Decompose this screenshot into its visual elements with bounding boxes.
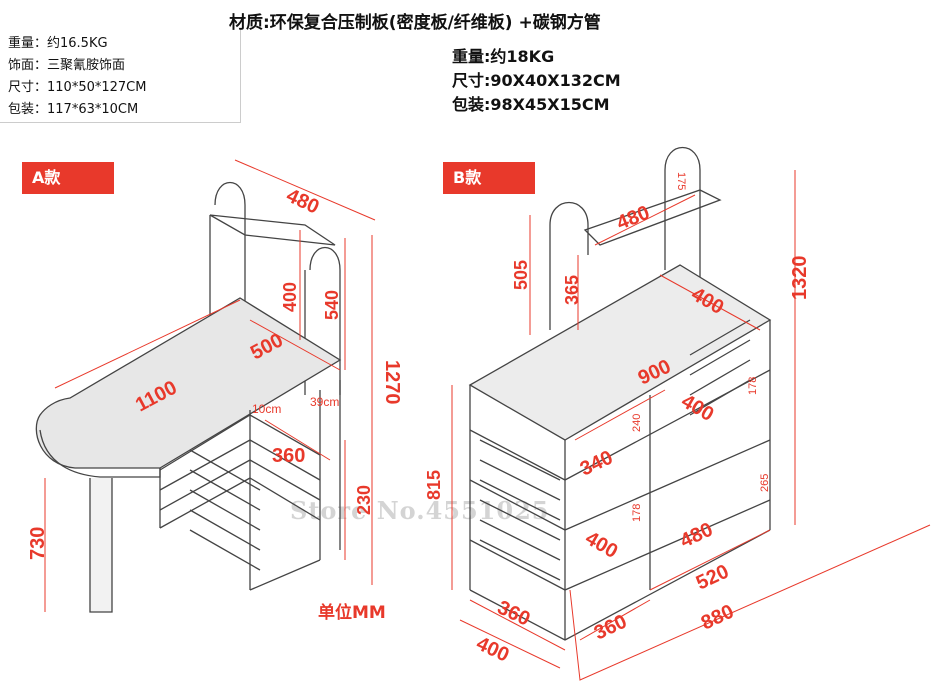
b-label-240: 240 bbox=[631, 414, 643, 432]
model-a-dimension-lines bbox=[44, 159, 376, 612]
b-posts bbox=[469, 320, 771, 640]
a-dim-500 bbox=[249, 319, 341, 371]
a-label-730: 730 bbox=[27, 527, 49, 560]
b-label-400-right: 400 bbox=[678, 390, 718, 426]
a-label-1270: 1270 bbox=[381, 360, 403, 405]
b-dim-520 bbox=[649, 529, 771, 591]
a-basket-bars bbox=[189, 449, 261, 571]
b-dim-880 bbox=[569, 524, 931, 681]
b-label-815: 815 bbox=[424, 470, 444, 500]
spec-b-size: 尺寸:90X40X132CM bbox=[452, 71, 621, 90]
a-label-400: 400 bbox=[280, 282, 300, 312]
a-dim-360 bbox=[264, 419, 331, 461]
a-dim-480 bbox=[234, 159, 376, 221]
spec-a-frame bbox=[0, 30, 241, 123]
b-label-365: 365 bbox=[562, 275, 582, 305]
b-label-360-left: 360 bbox=[494, 597, 534, 631]
a-table-edge bbox=[39, 429, 161, 478]
b-dim-400 bbox=[659, 274, 761, 331]
b-label-360-right: 360 bbox=[591, 610, 631, 644]
b-counter-top bbox=[468, 264, 772, 441]
b-dim-360-left bbox=[469, 599, 566, 651]
b-top-arch-right bbox=[664, 146, 701, 285]
a-label-230: 230 bbox=[354, 485, 374, 515]
b-label-480-top: 480 bbox=[614, 202, 653, 235]
a-table-leg bbox=[89, 478, 113, 613]
b-side-bars bbox=[479, 439, 561, 581]
b-label-340: 340 bbox=[577, 446, 617, 480]
a-top-shelf bbox=[209, 214, 336, 246]
b-dim-360-right bbox=[579, 599, 651, 641]
model-b-drawing bbox=[468, 146, 772, 641]
b-label-178-lower: 178 bbox=[631, 504, 643, 522]
b-label-1320: 1320 bbox=[789, 256, 811, 301]
model-b-dimension-lines bbox=[451, 170, 931, 681]
spec-a-weight: 重量：约16.5KG bbox=[8, 36, 108, 51]
spec-b-list: 重量:约18KG 尺寸:90X40X132CM 包装:98X45X15CM bbox=[452, 45, 621, 117]
model-a-badge: A款 bbox=[22, 162, 114, 194]
b-label-400-side: 400 bbox=[473, 633, 513, 667]
model-b-badge: B款 bbox=[443, 162, 535, 194]
a-shelf-rails-1 bbox=[159, 414, 251, 529]
b-top-arch-left bbox=[549, 201, 589, 330]
material-title: 材质:环保复合压制板(密度板/纤维板) +碳钢方管 bbox=[229, 13, 601, 33]
b-basket-bars bbox=[689, 319, 751, 416]
b-label-480-bottom: 480 bbox=[677, 518, 717, 552]
spec-a-list: 重量：约16.5KG 饰面：三聚氰胺饰面 尺寸：110*50*127CM 包装：… bbox=[8, 33, 146, 121]
a-top-arch-right bbox=[309, 246, 341, 395]
a-label-480: 480 bbox=[283, 185, 323, 219]
b-top-shelf bbox=[583, 189, 722, 246]
spec-a-size: 尺寸：110*50*127CM bbox=[8, 80, 147, 95]
spec-a-finish: 饰面：三聚氰胺饰面 bbox=[8, 58, 126, 73]
b-dim-400-side bbox=[459, 619, 561, 669]
a-label-10cm: 10cm bbox=[252, 402, 281, 416]
a-label-360: 360 bbox=[272, 445, 305, 467]
a-label-39cm: 39cm bbox=[310, 395, 339, 409]
a-top-arch-left bbox=[214, 181, 246, 320]
b-label-178-upper: 178 bbox=[747, 377, 759, 395]
spec-a-package: 包装：117*63*10CM bbox=[8, 102, 139, 117]
b-label-505: 505 bbox=[511, 260, 531, 290]
a-shelf-rails-2 bbox=[249, 414, 321, 591]
b-label-880: 880 bbox=[698, 600, 738, 634]
b-label-175: 175 bbox=[675, 172, 687, 190]
a-label-540: 540 bbox=[322, 290, 342, 320]
b-label-400-bottom: 400 bbox=[582, 527, 622, 563]
b-dim-480 bbox=[594, 194, 696, 246]
a-table-top bbox=[35, 297, 342, 469]
unit-label: 单位MM bbox=[318, 603, 386, 623]
spec-b-package: 包装:98X45X15CM bbox=[452, 95, 610, 114]
model-a-drawing bbox=[35, 181, 342, 613]
b-base-rails bbox=[469, 429, 771, 641]
b-label-265: 265 bbox=[759, 474, 771, 492]
b-dim-900 bbox=[574, 389, 666, 441]
a-dim-1100 bbox=[54, 299, 241, 389]
a-lower-posts bbox=[159, 380, 341, 590]
store-watermark: Store No.4551025 bbox=[290, 496, 550, 525]
spec-b-weight: 重量:约18KG bbox=[452, 47, 555, 66]
